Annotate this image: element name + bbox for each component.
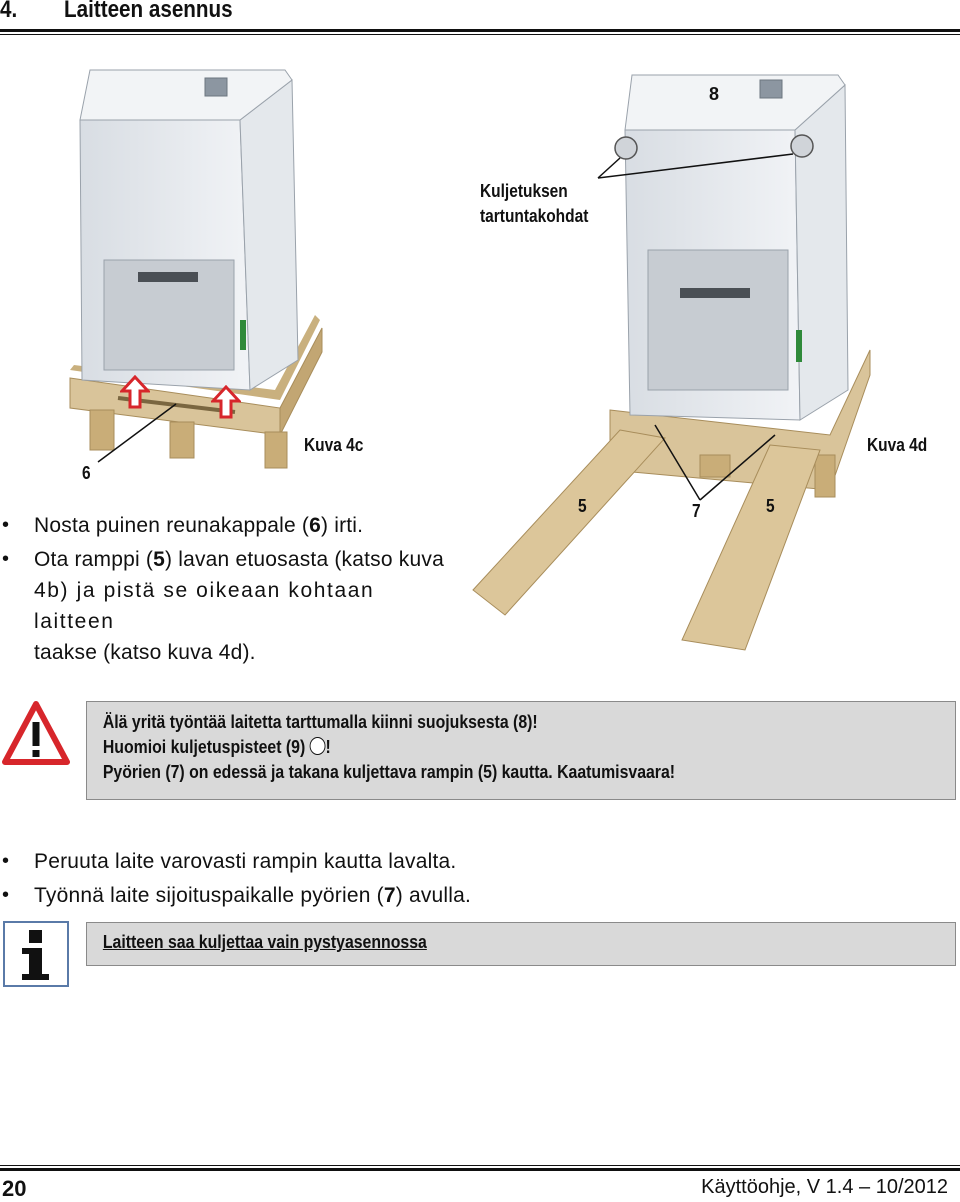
section-title: Laitteen asennus: [64, 0, 233, 23]
figure-caption-4c: Kuva 4c: [304, 435, 364, 455]
info-icon: [3, 921, 69, 987]
list-item: Ota ramppi (5) lavan etuosasta (katso ku…: [0, 544, 460, 668]
ref-number: 6: [309, 514, 321, 537]
document-version: Käyttöohje, V 1.4 – 10/2012: [701, 1176, 948, 1198]
footer-rule-thin: [0, 1165, 960, 1166]
warning-line-3: Pyörien (7) on edessä ja takana kuljetta…: [102, 762, 676, 782]
callout-5-left: 5: [578, 496, 587, 516]
section-header: 4. Laitteen asennus: [0, 0, 960, 30]
callout-7: 7: [692, 501, 701, 521]
red-arrow-icon: [211, 385, 241, 419]
ref-number: 7: [383, 884, 396, 907]
figure-4d-illustration: [472, 74, 871, 651]
red-arrow-icon: [120, 375, 150, 409]
grip-points-label-line2: tartuntakohdat: [480, 206, 589, 226]
list-item-text: ) avulla.: [395, 884, 472, 907]
instruction-list-1: Nosta puinen reunakappale (6) irti. Ota …: [0, 510, 460, 668]
list-item-text: Työnnä laite sijoituspaikalle pyörien (: [34, 884, 384, 907]
figure-4c-illustration: [69, 69, 323, 469]
footer-rule: [0, 1168, 960, 1171]
list-item-text: Ota ramppi (: [34, 548, 154, 571]
list-item-text: ) irti.: [320, 514, 364, 537]
callout-8: 8: [709, 84, 720, 104]
header-rule: [0, 29, 960, 32]
warning-line-2-end: !: [325, 737, 331, 757]
page-number: 20: [2, 1176, 27, 1201]
list-item: Nosta puinen reunakappale (6) irti.: [0, 510, 460, 541]
info-box: Laitteen saa kuljettaa vain pystyasennos…: [86, 922, 956, 966]
figure-caption-4d: Kuva 4d: [867, 435, 928, 455]
grip-points-label-line1: Kuljetuksen: [480, 181, 568, 201]
warning-triangle-icon: [2, 701, 70, 765]
list-item-text: 4b) ja pistä se oikeaan kohtaan laitteen: [34, 579, 375, 633]
list-item: Peruuta laite varovasti rampin kautta la…: [0, 846, 700, 877]
header-rule-thin: [0, 34, 960, 35]
list-item-text: Nosta puinen reunakappale (: [34, 514, 310, 537]
callout-6: 6: [82, 463, 91, 483]
list-item-text: Peruuta laite varovasti rampin kautta la…: [34, 850, 457, 873]
list-item-text: ) lavan etuosasta (katso kuva: [165, 548, 444, 571]
section-number: 4.: [0, 0, 18, 23]
warning-box: Älä yritä työntää laitetta tarttumalla k…: [86, 701, 956, 800]
info-text: Laitteen saa kuljettaa vain pystyasennos…: [102, 932, 427, 952]
leader-line: [97, 403, 177, 463]
instruction-list-2: Peruuta laite varovasti rampin kautta la…: [0, 846, 700, 911]
warning-line-1: Älä yritä työntää laitetta tarttumalla k…: [102, 712, 538, 732]
warning-line-2-text: Huomioi kuljetuspisteet (9): [102, 737, 310, 757]
list-item: Työnnä laite sijoituspaikalle pyörien (7…: [0, 880, 700, 911]
warning-line-2: Huomioi kuljetuspisteet (9) !: [87, 735, 851, 760]
callout-5-right: 5: [766, 496, 775, 516]
ref-number: 5: [153, 548, 165, 571]
grip-point-circle-icon: [309, 737, 326, 755]
list-item-text: taakse (katso kuva 4d).: [34, 641, 256, 664]
